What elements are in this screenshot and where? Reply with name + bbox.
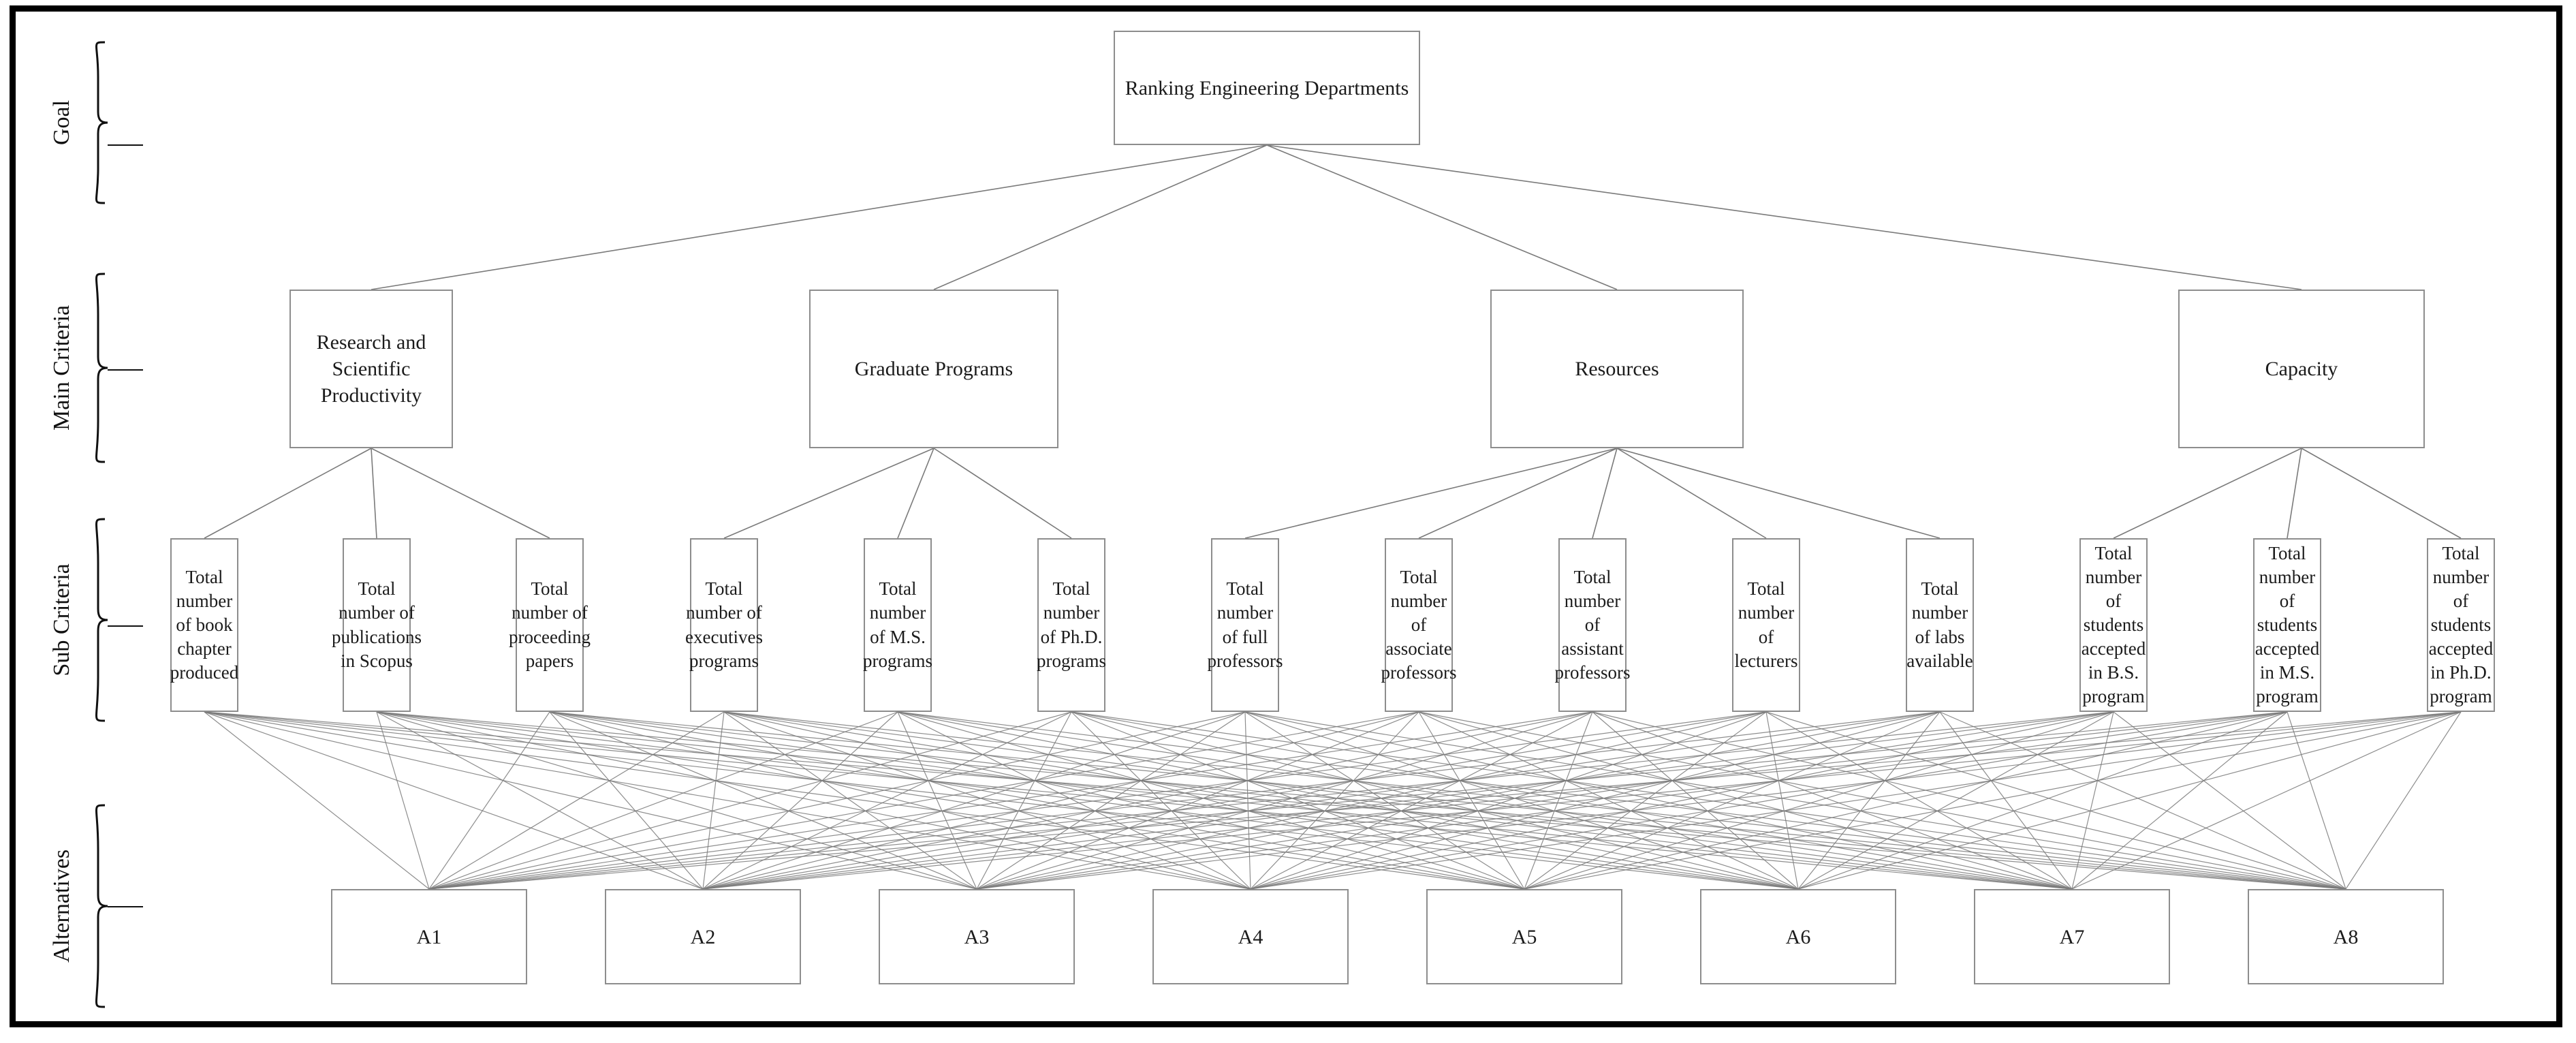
brace-main-criteria: [95, 273, 108, 463]
brace-sub-criteria: [95, 518, 108, 722]
alternative-node-A3-label: A3: [964, 925, 990, 948]
main-criteria-node-C2-label: Graduate Programs: [854, 358, 1014, 380]
goal-node-label: Ranking Engineering Departments: [1125, 76, 1409, 99]
sub-criteria-node-S9[interactable]: Total number of assistant professors: [1555, 538, 1631, 712]
sub-criteria-node-S1[interactable]: Total number of book chapter produced: [170, 538, 238, 712]
brace-tick-alternatives: [108, 906, 143, 907]
sub-criteria-node-S10[interactable]: Total number of lecturers: [1732, 538, 1800, 712]
brace-tick-sub-criteria: [108, 625, 143, 627]
level-label-main-criteria: Main Criteria: [49, 305, 74, 431]
sub-criteria-node-S1-label: Total number of book chapter produced: [170, 566, 239, 683]
sub-criteria-node-S2[interactable]: Total number of publications in Scopus: [332, 538, 422, 712]
main-criteria-node-C1[interactable]: Research and Scientific Productivity: [289, 290, 453, 448]
sub-criteria-node-S13-label: Total number of students accepted in M.S…: [2255, 542, 2320, 707]
sub-criteria-node-S3[interactable]: Total number of proceeding papers: [509, 538, 591, 712]
brace-tick-main-criteria: [108, 369, 143, 371]
alternative-node-A4[interactable]: A4: [1152, 889, 1349, 984]
sub-criteria-node-S12-label: Total number of students accepted in B.S…: [2081, 542, 2146, 707]
sub-criteria-node-S8[interactable]: Total number of associate professors: [1381, 538, 1457, 712]
level-label-goal: Goal: [49, 99, 74, 145]
alternative-node-A2-label: A2: [690, 925, 716, 948]
sub-criteria-node-S5-label: Total number of M.S. programs: [863, 578, 932, 671]
alternative-node-A1-label: A1: [416, 925, 442, 948]
sub-criteria-node-S8-label: Total number of associate professors: [1381, 566, 1457, 683]
sub-criteria-node-S2-label: Total number of publications in Scopus: [332, 578, 422, 671]
main-criteria-node-C1-label: Research and Scientific Productivity: [316, 331, 426, 407]
alternative-node-A5-label: A5: [1511, 925, 1537, 948]
alternative-node-A1[interactable]: A1: [331, 889, 527, 984]
sub-criteria-node-S11-label: Total number of labs available: [1906, 578, 1973, 671]
sub-criteria-node-S7[interactable]: Total number of full professors: [1208, 538, 1283, 712]
sub-criteria-node-S13[interactable]: Total number of students accepted in M.S…: [2253, 538, 2321, 712]
main-criteria-node-C3[interactable]: Resources: [1490, 290, 1744, 448]
main-criteria-node-C3-label: Resources: [1575, 358, 1659, 380]
sub-criteria-node-S14-label: Total number of students accepted in Ph.…: [2428, 542, 2494, 707]
sub-criteria-node-S9-label: Total number of assistant professors: [1554, 566, 1631, 683]
alternative-node-A6-label: A6: [1785, 925, 1811, 948]
main-criteria-node-C2[interactable]: Graduate Programs: [809, 290, 1058, 448]
main-criteria-node-C4-label: Capacity: [2265, 358, 2338, 380]
sub-criteria-node-S11[interactable]: Total number of labs available: [1906, 538, 1974, 712]
sub-criteria-node-S5[interactable]: Total number of M.S. programs: [863, 538, 932, 712]
alternative-node-A6[interactable]: A6: [1700, 889, 1896, 984]
sub-criteria-node-S7-label: Total number of full professors: [1207, 578, 1283, 671]
sub-criteria-node-S3-label: Total number of proceeding papers: [509, 578, 591, 671]
level-label-alternatives: Alternatives: [49, 849, 74, 963]
alternative-node-A7[interactable]: A7: [1974, 889, 2170, 984]
brace-goal: [95, 41, 108, 204]
brace-tick-goal: [108, 144, 143, 146]
alternative-node-A3[interactable]: A3: [879, 889, 1075, 984]
sub-criteria-node-S12[interactable]: Total number of students accepted in B.S…: [2079, 538, 2148, 712]
sub-criteria-node-S4-label: Total number of executives programs: [685, 578, 763, 671]
sub-criteria-node-S14[interactable]: Total number of students accepted in Ph.…: [2427, 538, 2495, 712]
alternative-node-A8-label: A8: [2333, 925, 2359, 948]
alternative-node-A8[interactable]: A8: [2248, 889, 2444, 984]
alternative-node-A7-label: A7: [2059, 925, 2085, 948]
alternative-node-A5[interactable]: A5: [1426, 889, 1622, 984]
sub-criteria-node-S6-label: Total number of Ph.D. programs: [1037, 578, 1106, 671]
sub-criteria-node-S6[interactable]: Total number of Ph.D. programs: [1037, 538, 1106, 712]
main-criteria-node-C4[interactable]: Capacity: [2178, 290, 2425, 448]
goal-node[interactable]: Ranking Engineering Departments: [1114, 31, 1420, 145]
sub-criteria-node-S4[interactable]: Total number of executives programs: [685, 538, 763, 712]
alternative-node-A2[interactable]: A2: [605, 889, 801, 984]
alternative-node-A4-label: A4: [1238, 925, 1263, 948]
sub-criteria-node-S10-label: Total number of lecturers: [1734, 578, 1798, 671]
level-label-sub-criteria: Sub Criteria: [49, 563, 74, 676]
